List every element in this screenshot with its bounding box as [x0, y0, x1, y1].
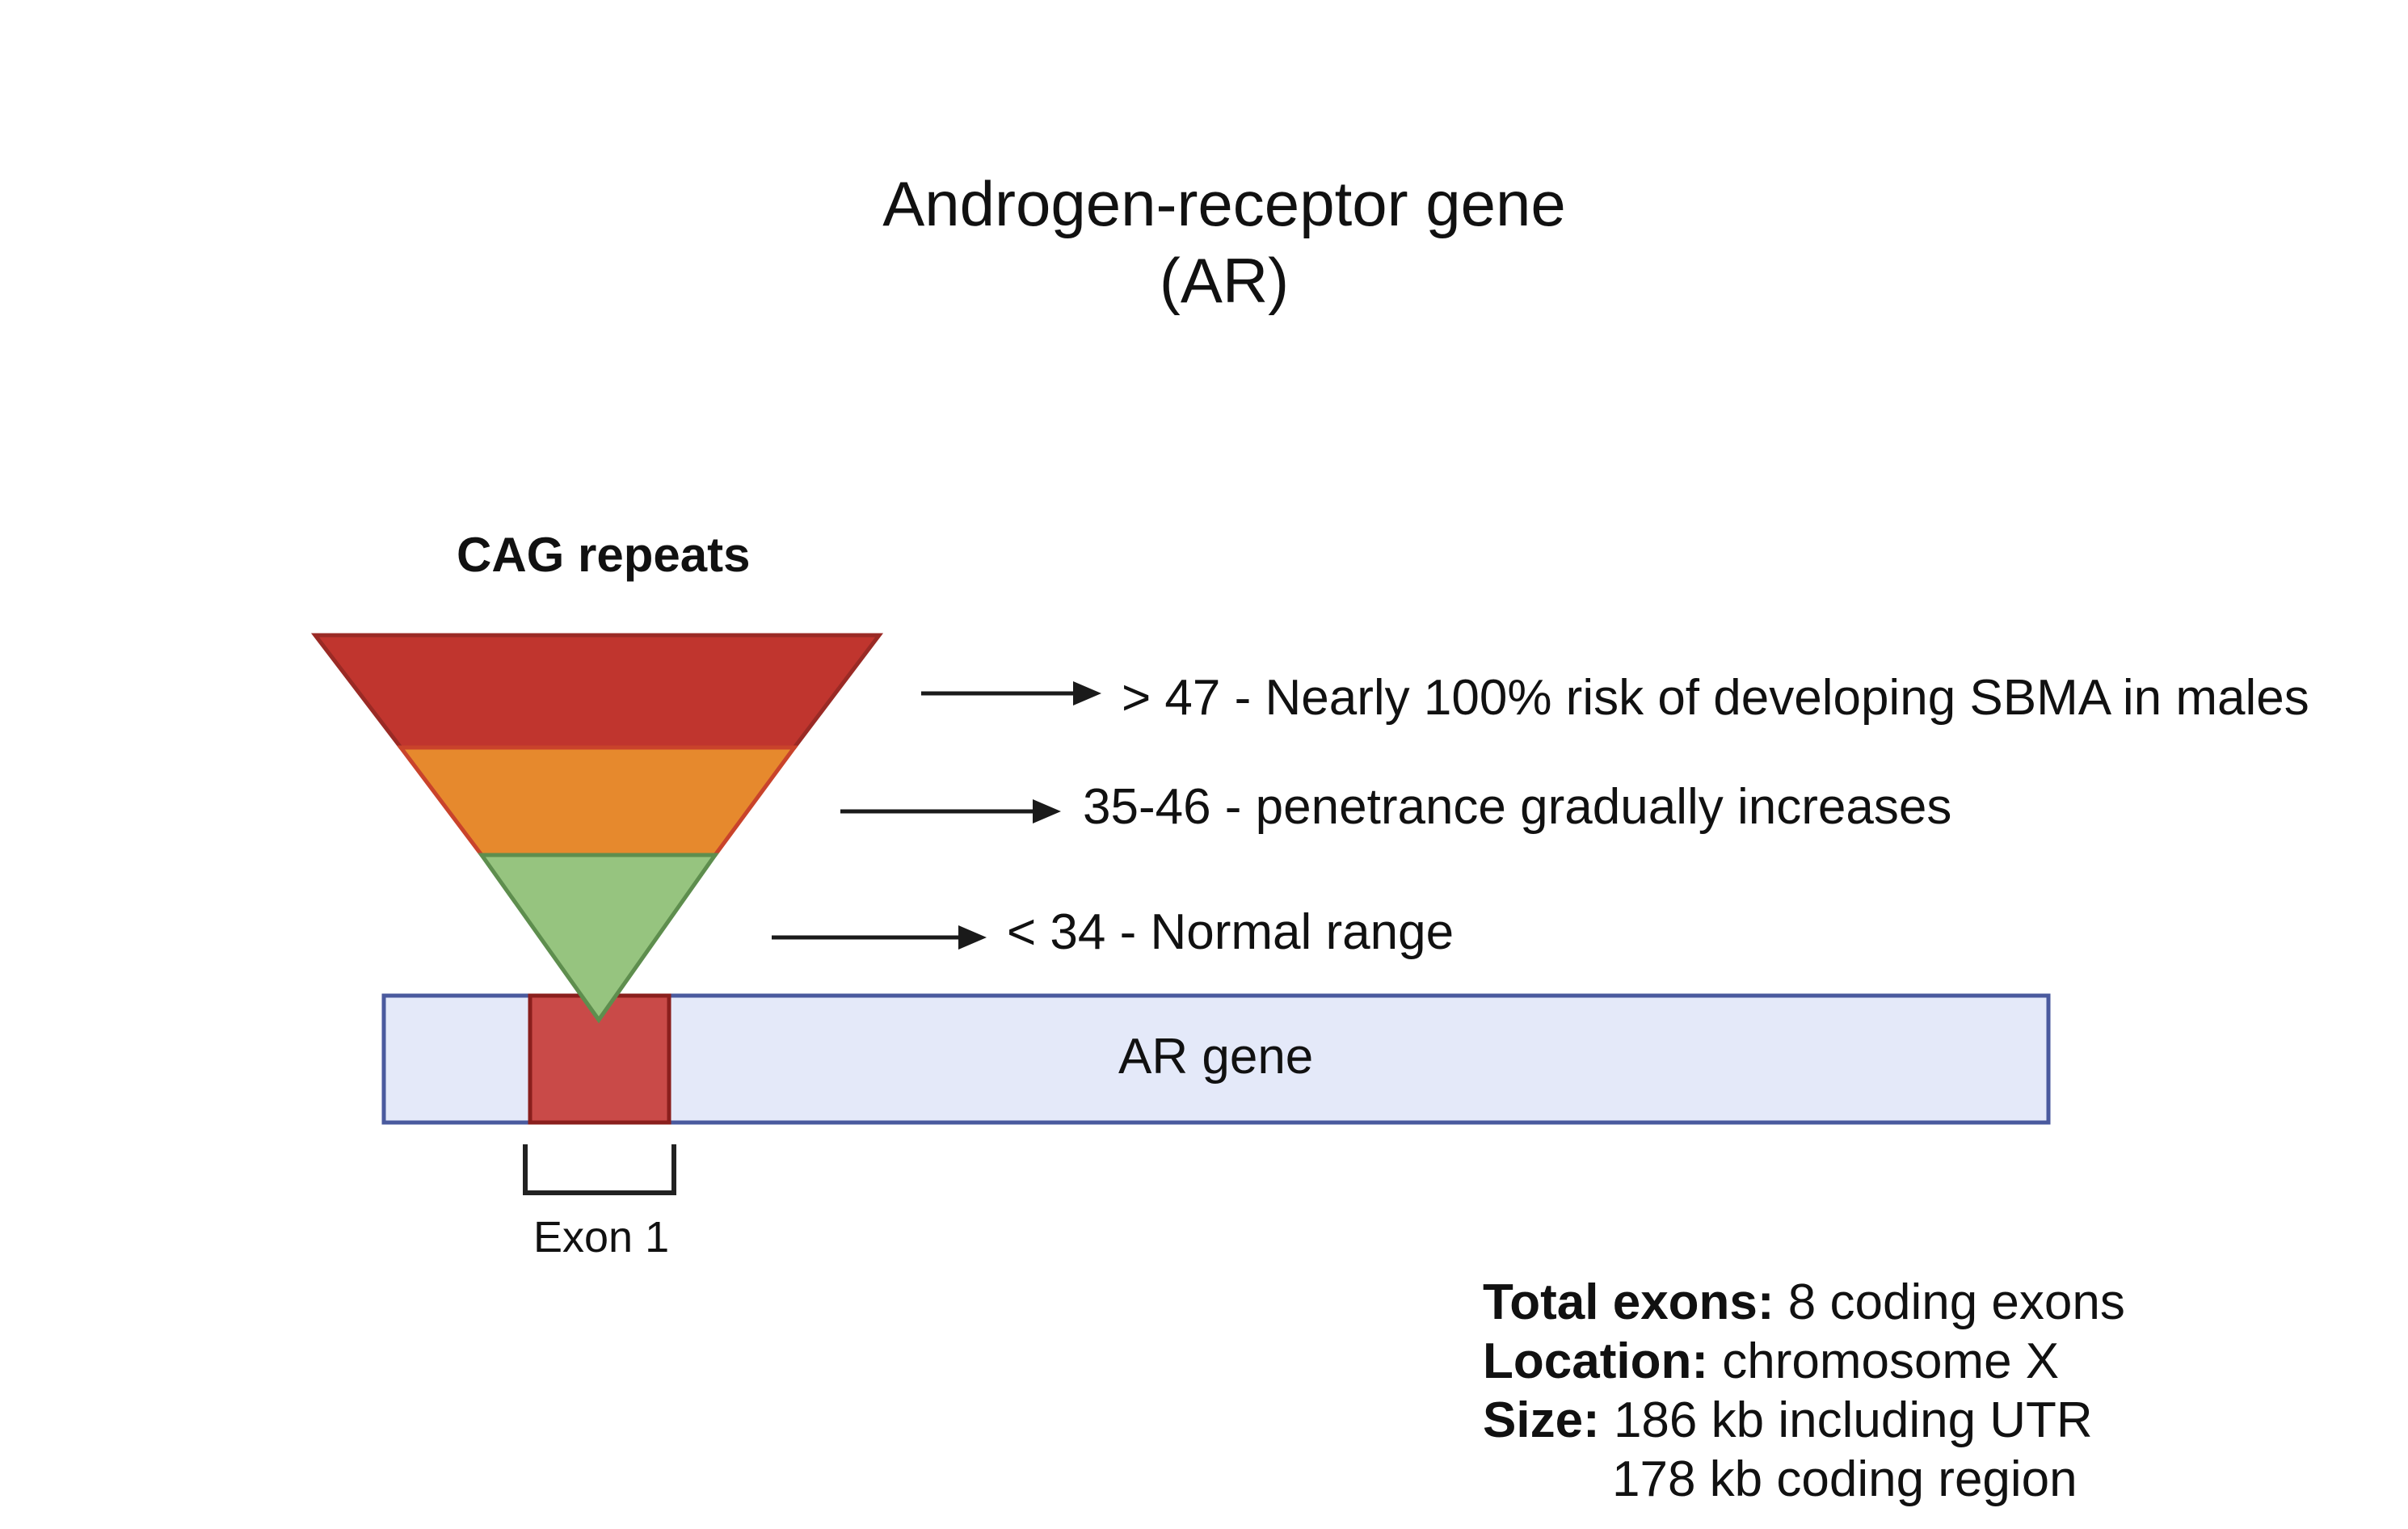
- info-exons-key: Total exons:: [1483, 1274, 1774, 1330]
- info-location-key: Location:: [1483, 1333, 1708, 1389]
- title-line-2: (AR): [1159, 245, 1290, 316]
- info-size-key: Size:: [1483, 1392, 1600, 1448]
- funnel-layer-mid: [396, 745, 798, 857]
- range-label-mid: 35-46 - penetrance gradually increases: [1083, 779, 1952, 835]
- exon-1-block: [528, 993, 671, 1125]
- info-size-value: 186 kb including UTR: [1599, 1392, 2093, 1448]
- info-total-exons: Total exons: 8 coding exons: [1483, 1273, 2125, 1332]
- info-exons-value: 8 coding exons: [1774, 1274, 2125, 1330]
- exon-1-label: Exon 1: [533, 1213, 670, 1262]
- funnel-layer-high: [310, 633, 884, 750]
- arrow-high: [921, 681, 1101, 706]
- info-location: Location: chromosome X: [1483, 1332, 2125, 1391]
- range-label-high: > 47 - Nearly 100% risk of developing SB…: [1122, 670, 2309, 726]
- title-line-1: Androgen-receptor gene: [882, 168, 1566, 239]
- cag-repeats-label: CAG repeats: [457, 528, 751, 582]
- exon-bracket: [523, 1144, 676, 1195]
- arrow-low: [772, 925, 987, 950]
- range-label-low: < 34 - Normal range: [1007, 904, 1454, 960]
- funnel-layer-low: [478, 853, 719, 1024]
- arrow-mid: [840, 799, 1061, 823]
- ar-gene-label: AR gene: [1118, 1029, 1314, 1085]
- info-size: Size: 186 kb including UTR: [1483, 1391, 2125, 1450]
- diagram-title: Androgen-receptor gene (AR): [0, 166, 2408, 319]
- info-location-value: chromosome X: [1707, 1333, 2060, 1389]
- info-size-coding: 178 kb coding region: [1612, 1451, 2078, 1507]
- gene-info-block: Total exons: 8 coding exons Location: ch…: [1483, 1273, 2125, 1509]
